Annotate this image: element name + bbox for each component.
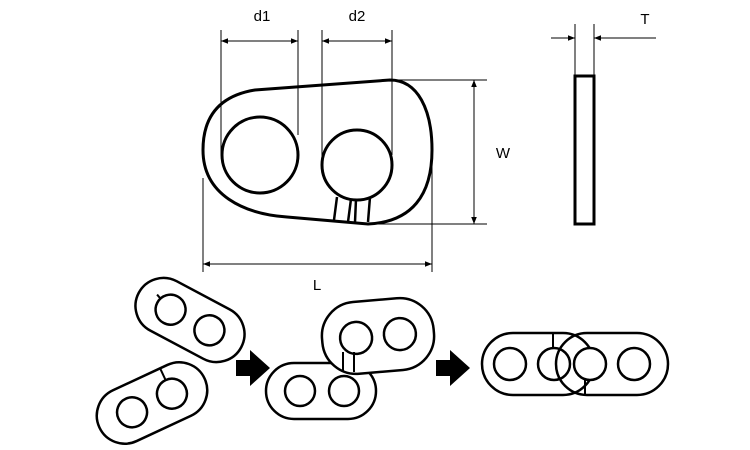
link-a [134,276,246,364]
hole-d1 [220,115,300,195]
label-t: T [640,11,649,28]
assembly-step-2 [264,296,436,421]
link-d [320,296,436,376]
extension-lines [202,24,595,272]
hole-d2 [320,128,394,202]
link-f [554,331,670,397]
label-d2: d2 [349,8,366,25]
arrow-right-icon [436,350,470,386]
main-link-top-view [201,78,434,226]
link-b [95,361,209,445]
label-d1: d1 [254,8,271,25]
split-slot [332,196,372,223]
main-link-outline [201,78,434,226]
dimension-lines [203,35,656,267]
label-l: L [313,277,321,294]
label-w: W [496,145,511,162]
arrow-right-icon [236,350,270,386]
assembly-step-1 [95,276,246,445]
main-link-side-view [573,74,596,226]
assembly-step-3 [480,331,670,397]
